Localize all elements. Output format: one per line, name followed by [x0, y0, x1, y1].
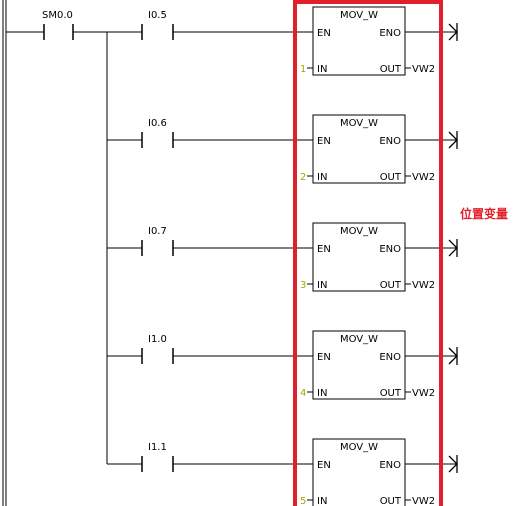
- output-arrow-icon: [448, 455, 458, 473]
- output-arrow-icon: [448, 23, 458, 41]
- pin-in: IN: [317, 388, 327, 399]
- in-value: 5: [300, 496, 306, 506]
- mov-w-block[interactable]: MOV_W EN ENO IN OUT: [312, 330, 406, 400]
- contact-label-sm00: SM0.0: [42, 10, 73, 21]
- block-title: MOV_W: [340, 226, 378, 237]
- block-title: MOV_W: [340, 442, 378, 453]
- highlight-box: [293, 0, 443, 506]
- pin-eno: ENO: [379, 352, 401, 363]
- contact-label: I1.1: [148, 442, 167, 453]
- pin-en: EN: [317, 136, 331, 147]
- rung-2: I0.6 MOV_W EN ENO IN OUT 2 VW2: [107, 114, 458, 184]
- output-arrow-icon: [448, 239, 458, 257]
- out-value: VW2: [412, 388, 435, 399]
- pin-eno: ENO: [379, 460, 401, 471]
- mov-w-block[interactable]: MOV_W EN ENO IN OUT: [312, 114, 406, 184]
- pin-eno: ENO: [379, 136, 401, 147]
- pin-eno: ENO: [379, 244, 401, 255]
- in-value: 1: [300, 64, 306, 75]
- pin-eno: ENO: [379, 28, 401, 39]
- contact-I07[interactable]: I0.7: [141, 226, 174, 256]
- rung-4: I1.0 MOV_W EN ENO IN OUT 4 VW2: [107, 330, 458, 400]
- block-title: MOV_W: [340, 10, 378, 21]
- output-arrow-icon: [448, 131, 458, 149]
- contact-label: I0.6: [148, 118, 167, 129]
- pin-in: IN: [317, 172, 327, 183]
- rung-3: I0.7 MOV_W EN ENO IN OUT 3 VW2: [107, 222, 458, 292]
- pin-out: OUT: [380, 280, 402, 291]
- pin-en: EN: [317, 352, 331, 363]
- pin-out: OUT: [380, 496, 402, 506]
- output-arrow-icon: [448, 347, 458, 365]
- out-value: VW2: [412, 172, 435, 183]
- contact-I10[interactable]: I1.0: [141, 334, 174, 364]
- pin-en: EN: [317, 244, 331, 255]
- contact-label: I0.5: [148, 10, 167, 21]
- contact-label: I1.0: [148, 334, 167, 345]
- contact-I05[interactable]: I0.5: [141, 10, 174, 40]
- out-value: VW2: [412, 64, 435, 75]
- rung-1: I0.5 MOV_W EN ENO IN OUT 1 VW2: [141, 6, 458, 76]
- pin-in: IN: [317, 64, 327, 75]
- pin-en: EN: [317, 28, 331, 39]
- block-title: MOV_W: [340, 118, 378, 129]
- rung-5: I1.1 MOV_W EN ENO IN OUT 5 VW2: [107, 438, 458, 506]
- pin-en: EN: [317, 460, 331, 471]
- out-value: VW2: [412, 280, 435, 291]
- contact-I11[interactable]: I1.1: [141, 442, 174, 472]
- mov-w-block[interactable]: MOV_W EN ENO IN OUT: [312, 6, 406, 76]
- mov-w-block[interactable]: MOV_W EN ENO IN OUT: [312, 222, 406, 292]
- contact-I06[interactable]: I0.6: [141, 118, 174, 148]
- in-value: 3: [300, 280, 306, 291]
- out-value: VW2: [412, 496, 435, 506]
- pin-in: IN: [317, 280, 327, 291]
- mov-w-block[interactable]: MOV_W EN ENO IN OUT: [312, 438, 406, 506]
- pin-out: OUT: [380, 388, 402, 399]
- annotation-position-variable: 位置变量: [460, 206, 508, 221]
- pin-out: OUT: [380, 172, 402, 183]
- contact-label: I0.7: [148, 226, 167, 237]
- block-title: MOV_W: [340, 334, 378, 345]
- in-value: 4: [300, 388, 306, 399]
- contact-sm00[interactable]: SM0.0: [42, 10, 74, 40]
- in-value: 2: [300, 172, 306, 183]
- pin-in: IN: [317, 496, 327, 506]
- pin-out: OUT: [380, 64, 402, 75]
